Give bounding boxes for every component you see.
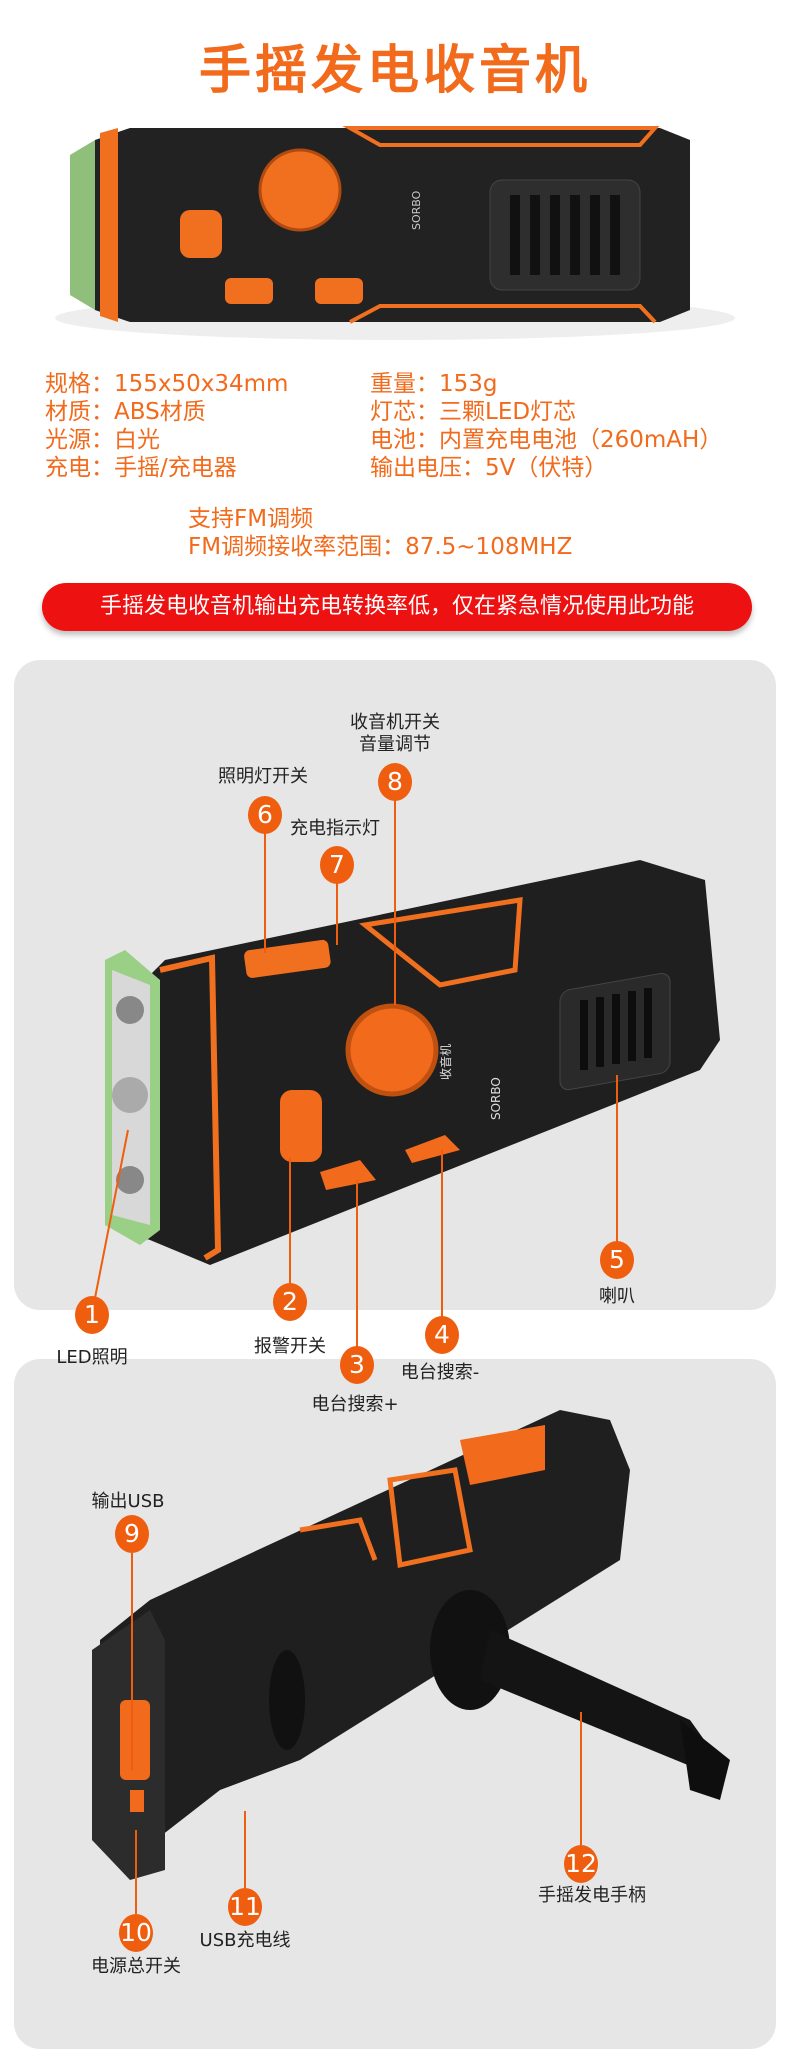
brand-text-2: SORBO bbox=[489, 1077, 503, 1120]
callout-3: 3 bbox=[340, 1346, 374, 1384]
label-3: 电台搜索+ bbox=[311, 1394, 399, 1415]
warning-banner: 手摇发电收音机输出充电转换率低，仅在紧急情况使用此功能 bbox=[42, 583, 752, 631]
callout-12: 12 bbox=[564, 1845, 598, 1883]
label-8: 收音机开关音量调节 bbox=[350, 712, 440, 756]
fm-support: 支持FM调频 bbox=[188, 506, 314, 532]
label-4: 电台搜索- bbox=[400, 1362, 480, 1383]
label-12: 手摇发电手柄 bbox=[538, 1885, 646, 1906]
spec-weight: 重量：153g bbox=[370, 371, 498, 397]
callout-9: 9 bbox=[115, 1515, 149, 1553]
callout-10: 10 bbox=[119, 1914, 153, 1952]
label-8-line2: 音量调节 bbox=[359, 734, 431, 755]
spec-battery: 电池：内置充电电池（260mAH） bbox=[370, 427, 723, 453]
device-front-image: 收音机 SORBO bbox=[105, 860, 720, 1265]
spec-charge: 充电：手摇/充电器 bbox=[45, 455, 237, 481]
callout-lines-panel1 bbox=[94, 782, 618, 1347]
label-1: LED照明 bbox=[56, 1347, 128, 1368]
spec-light: 光源：白光 bbox=[45, 427, 160, 453]
label-8-line1: 收音机开关 bbox=[350, 712, 440, 733]
label-9: 输出USB bbox=[91, 1491, 165, 1512]
callout-lines-panel2 bbox=[131, 1553, 582, 1914]
specs-right: 重量：153g 灯芯：三颗LED灯芯 电池：内置充电电池（260mAH） 输出电… bbox=[370, 370, 722, 482]
spec-led: 灯芯：三颗LED灯芯 bbox=[370, 399, 577, 425]
callout-6: 6 bbox=[248, 796, 282, 834]
radio-text: 收音机 bbox=[438, 1044, 453, 1080]
label-10: 电源总开关 bbox=[91, 1956, 181, 1977]
label-7: 充电指示灯 bbox=[290, 818, 380, 839]
page-title: 手摇发电收音机 bbox=[198, 41, 591, 101]
callout-1: 1 bbox=[75, 1296, 109, 1334]
spec-size: 规格：155x50x34mm bbox=[45, 371, 289, 397]
callout-5: 5 bbox=[600, 1241, 634, 1279]
fm-range: FM调频接收率范围：87.5~108MHZ bbox=[188, 534, 573, 560]
label-5: 喇叭 bbox=[599, 1286, 635, 1307]
specs-left: 规格：155x50x34mm 材质：ABS材质 光源：白光 充电：手摇/充电器 bbox=[45, 370, 288, 482]
label-2: 报警开关 bbox=[254, 1336, 326, 1357]
device-back-image bbox=[92, 1410, 730, 1880]
brand-text: SORBO bbox=[410, 190, 423, 230]
label-6: 照明灯开关 bbox=[218, 766, 308, 787]
callout-11: 11 bbox=[228, 1888, 262, 1926]
spec-voltage: 输出电压：5V（伏特） bbox=[370, 455, 608, 481]
label-11: USB充电线 bbox=[199, 1930, 291, 1951]
callout-8: 8 bbox=[378, 763, 412, 801]
fm-info: 支持FM调频 FM调频接收率范围：87.5~108MHZ bbox=[188, 505, 572, 561]
product-top-image: SORBO bbox=[55, 126, 735, 340]
callout-7: 7 bbox=[320, 846, 354, 884]
callout-2: 2 bbox=[273, 1283, 307, 1321]
callout-4: 4 bbox=[425, 1316, 459, 1354]
spec-material: 材质：ABS材质 bbox=[45, 399, 206, 425]
